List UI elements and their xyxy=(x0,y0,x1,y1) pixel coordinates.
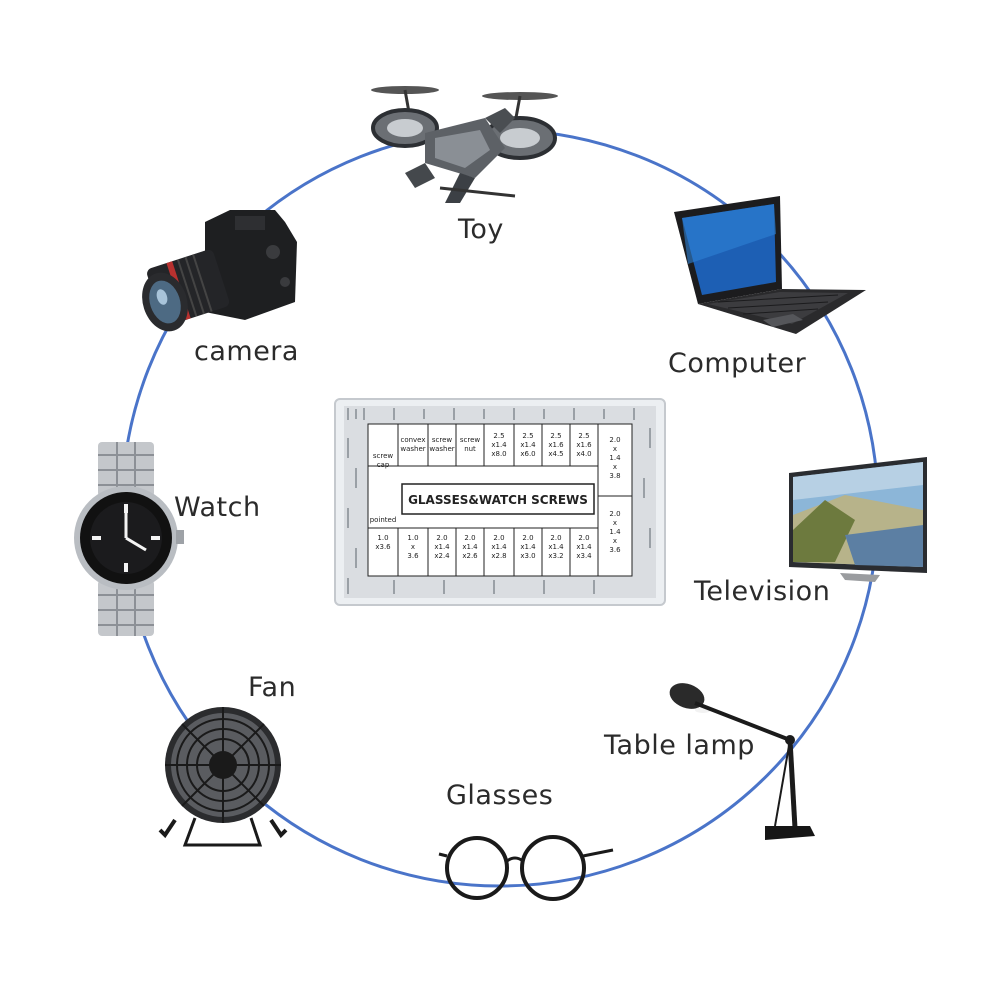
label-camera: camera xyxy=(194,336,299,367)
label-toy: Toy xyxy=(458,214,504,245)
label-watch: Watch xyxy=(174,492,261,523)
label-television: Television xyxy=(694,576,831,607)
label-computer: Computer xyxy=(668,348,807,379)
label-table-lamp: Table lamp xyxy=(604,730,755,761)
watch-image xyxy=(74,442,184,636)
glasses-image xyxy=(438,835,614,901)
television-image xyxy=(789,457,927,582)
computer-laptop-image xyxy=(674,196,866,334)
label-fan: Fan xyxy=(248,672,297,703)
toy-helicopter-image xyxy=(371,86,558,203)
box-title: GLASSES&WATCH SCREWS xyxy=(408,493,588,507)
label-pointed: pointed xyxy=(370,516,397,524)
camera-image xyxy=(142,210,297,332)
label-glasses: Glasses xyxy=(446,780,554,811)
fan-image xyxy=(158,707,288,847)
table-lamp-image xyxy=(669,683,815,840)
